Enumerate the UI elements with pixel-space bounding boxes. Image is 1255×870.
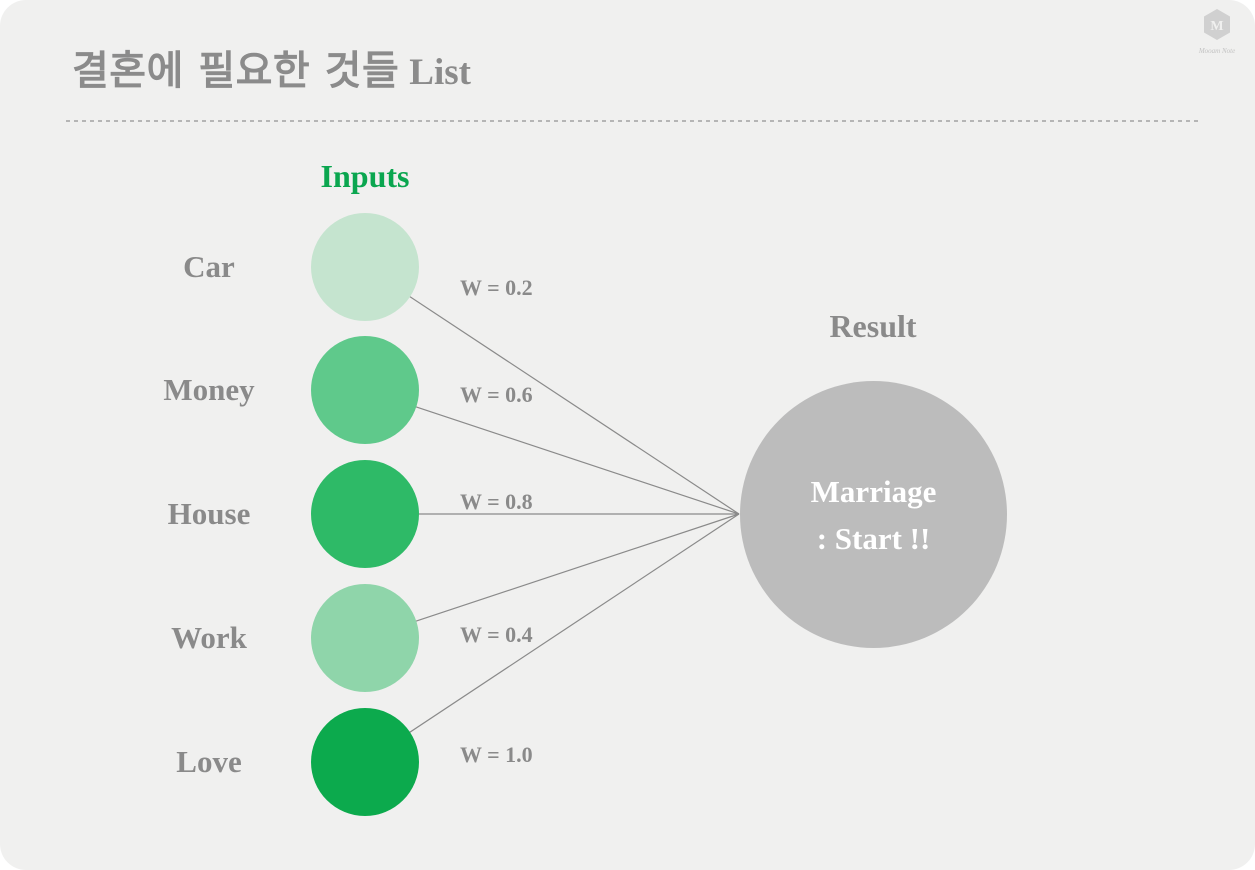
inputs-heading: Inputs bbox=[320, 158, 410, 194]
input-label-work: Work bbox=[171, 620, 247, 655]
input-node-car bbox=[311, 213, 419, 321]
input-label-love: Love bbox=[176, 744, 242, 779]
result-node-text-line1: Marriage bbox=[810, 473, 937, 509]
page-title-english: List bbox=[409, 52, 471, 93]
weight-label-money: W = 0.6 bbox=[460, 382, 533, 407]
page-title-korean: 결혼에 필요한 것들 bbox=[72, 48, 400, 94]
weight-label-love: W = 1.0 bbox=[460, 742, 533, 767]
logo-caption: Mooam Note bbox=[1198, 47, 1236, 55]
input-node-love bbox=[311, 708, 419, 816]
link-car-result bbox=[364, 266, 740, 515]
result-heading: Result bbox=[829, 308, 917, 344]
weight-label-car: W = 0.2 bbox=[460, 275, 533, 300]
weight-label-work: W = 0.4 bbox=[460, 622, 533, 647]
input-label-money: Money bbox=[163, 372, 255, 407]
link-work-result bbox=[364, 513, 740, 639]
link-love-result bbox=[364, 513, 740, 763]
brand-logo: M Mooam Note bbox=[1186, 8, 1248, 55]
logo-letter: M bbox=[1210, 19, 1223, 34]
result-node: Marriage : Start !! bbox=[740, 381, 1007, 648]
hexagon-logo-icon: M bbox=[1204, 9, 1230, 40]
weight-label-house: W = 0.8 bbox=[460, 489, 533, 514]
result-node-text-line2: : Start !! bbox=[816, 520, 931, 556]
input-label-car: Car bbox=[183, 249, 235, 284]
input-node-work bbox=[311, 584, 419, 692]
input-label-house: House bbox=[167, 496, 251, 531]
input-node-house bbox=[311, 460, 419, 568]
input-node-money bbox=[311, 336, 419, 444]
link-money-result bbox=[364, 389, 740, 515]
dashed-divider bbox=[66, 120, 1198, 122]
